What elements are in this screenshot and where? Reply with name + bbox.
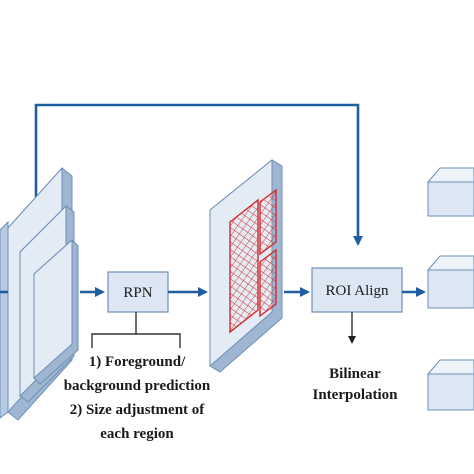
rpn-note-line: background prediction (64, 378, 211, 394)
roi-region (259, 248, 277, 318)
rpn-note-line: 1) Foreground/ (89, 354, 186, 370)
proposal-feature-map (209, 158, 283, 373)
backbone-feature-stack (0, 166, 79, 421)
output-feature-cube (426, 359, 474, 411)
rpn-notes: 1) Foreground/ background prediction 2) … (64, 354, 211, 442)
rpn-label: RPN (123, 285, 152, 301)
rpn-brace (91, 312, 181, 348)
rpn-note-line: each region (100, 426, 174, 442)
rpn-box: RPN (107, 271, 169, 313)
roi-align-label: ROI Align (326, 283, 389, 299)
rpn-note-line: 2) Size adjustment of (70, 402, 206, 418)
roi-align-note-line: Bilinear (329, 366, 381, 382)
roi-region (259, 188, 277, 256)
roi-region (229, 198, 259, 334)
output-feature-cube (426, 255, 474, 309)
roi-align-note-line: Interpolation (312, 387, 398, 403)
output-feature-cube (426, 167, 474, 217)
skip-connection-arrow (34, 103, 363, 246)
roi-align-box: ROI Align (311, 267, 403, 313)
roi-align-notes: Bilinear Interpolation (312, 366, 398, 403)
